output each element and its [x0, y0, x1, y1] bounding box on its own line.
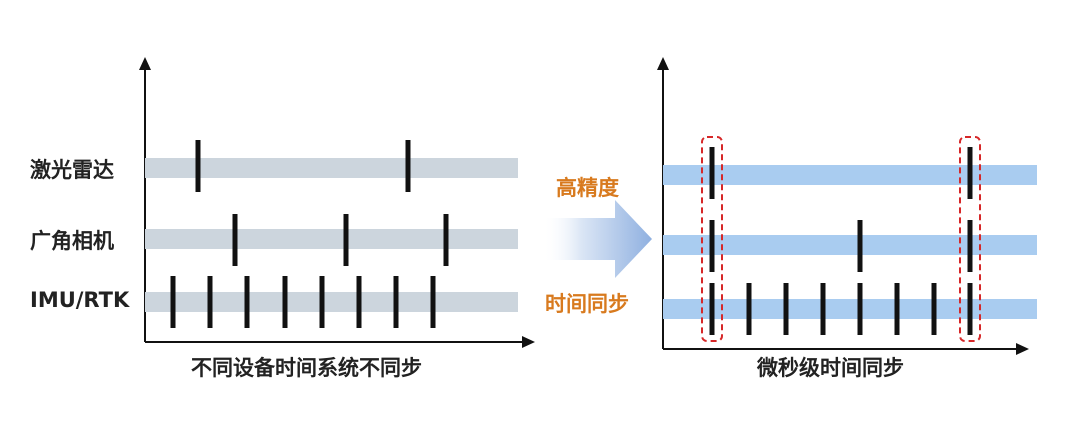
left-tracks — [145, 158, 518, 312]
left-tick-lidar — [195, 140, 201, 192]
sensor-label-camera: 广角相机 — [30, 229, 114, 253]
left-tick-imu — [393, 276, 399, 328]
right-tick-imu — [709, 283, 715, 335]
left-tick-camera — [343, 214, 349, 266]
left-tick-imu — [244, 276, 250, 328]
right-tick-imu — [967, 283, 973, 335]
right-panel-caption: 微秒级时间同步 — [757, 356, 904, 380]
left-tick-imu — [282, 276, 288, 328]
arrow-label-top: 高精度 — [556, 176, 619, 200]
right-tick-imu — [746, 283, 752, 335]
left-tick-imu — [319, 276, 325, 328]
right-tick-camera — [857, 220, 863, 272]
big-arrow-shape — [543, 200, 652, 278]
right-tick-imu — [820, 283, 826, 335]
right-tick-imu — [931, 283, 937, 335]
left-tick-imu — [207, 276, 213, 328]
left-y-axis-arrowhead — [139, 57, 151, 70]
sync-highlight-box-first — [701, 136, 723, 342]
right-x-axis-arrowhead — [1016, 343, 1029, 355]
left-tick-imu — [356, 276, 362, 328]
right-tracks — [663, 165, 1037, 319]
left-ticks — [170, 140, 449, 328]
sensor-label-lidar: 激光雷达 — [30, 158, 114, 182]
left-track-lidar — [145, 158, 518, 178]
left-tick-imu — [430, 276, 436, 328]
right-tick-imu — [857, 283, 863, 335]
right-tick-camera — [967, 220, 973, 272]
right-track-lidar — [663, 165, 1037, 185]
right-ticks — [709, 147, 973, 335]
right-track-camera — [663, 235, 1037, 255]
right-tick-imu — [783, 283, 789, 335]
right-tick-imu — [894, 283, 900, 335]
left-tick-camera — [232, 214, 238, 266]
left-x-axis-arrowhead — [522, 336, 535, 348]
right-tick-lidar — [967, 147, 973, 199]
sensor-label-imu: IMU/RTK — [30, 288, 130, 312]
left-tick-lidar — [405, 140, 411, 192]
right-y-axis-arrowhead — [657, 57, 669, 70]
right-tick-lidar — [709, 147, 715, 199]
transition-arrow — [543, 200, 652, 278]
right-track-imu — [663, 299, 1037, 319]
right-tick-camera — [709, 220, 715, 272]
sync-highlights — [701, 136, 981, 342]
left-track-imu — [145, 292, 518, 312]
sync-highlight-box-last — [959, 136, 981, 342]
left-track-camera — [145, 229, 518, 249]
arrow-label-bottom: 时间同步 — [545, 292, 629, 316]
left-tick-camera — [443, 214, 449, 266]
left-tick-imu — [170, 276, 176, 328]
left-panel-caption: 不同设备时间系统不同步 — [191, 356, 422, 380]
